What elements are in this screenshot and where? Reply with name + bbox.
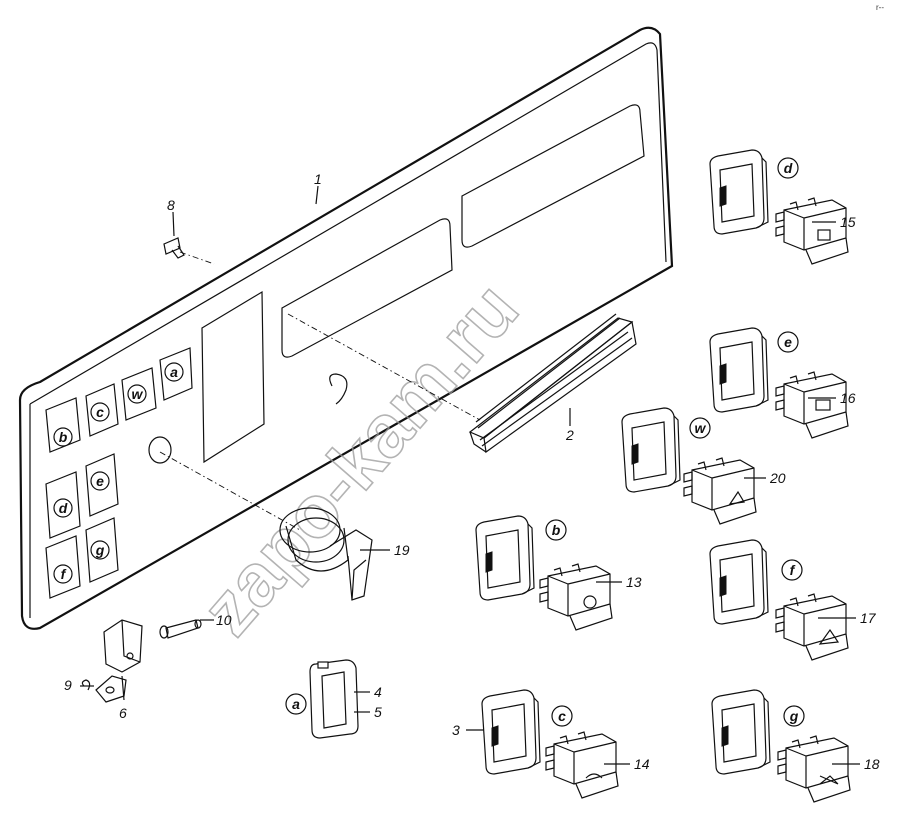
leader-lines [80,185,860,765]
svg-text:g: g [789,708,799,724]
svg-text:e: e [96,473,104,489]
switch-assembly-15 [709,149,769,235]
callout-17: 17 [860,610,877,626]
switch-badge-c: c [551,705,573,727]
panel-badge-w: w [127,384,147,404]
svg-text:g: g [95,542,105,558]
callout-3: 3 [452,722,460,738]
rocker-switch-14 [545,731,619,799]
switch-badge-f: f [781,559,803,581]
rocker-switch-15 [775,197,849,265]
ignition-switch-part-19 [279,507,373,601]
assembly-lines [159,251,481,531]
switch-assembly-20 [621,407,681,493]
svg-text:d: d [784,160,793,176]
rocker-switch-13 [539,563,613,631]
callout-6: 6 [119,705,127,721]
switch-badge-d: d [777,157,799,179]
switch-badge-g: g [783,705,805,727]
corner-mark: r-- [876,3,884,12]
svg-text:b: b [552,522,561,538]
rocker-switch-20 [683,457,757,525]
callout-10: 10 [216,612,232,628]
grille-part-2 [468,313,637,454]
dashboard-panel [18,26,674,630]
switch-assembly-3 [481,689,541,775]
rocker-switch-17 [775,593,849,661]
svg-text:d: d [59,500,68,516]
switch-assembly-16 [709,327,769,413]
callout-20: 20 [769,470,786,486]
callout-1: 1 [314,171,322,187]
callout-13: 13 [626,574,642,590]
switch-assembly-17 [709,539,769,625]
svg-text:c: c [558,708,566,724]
switch-badge-w: w [689,417,711,439]
svg-text:w: w [695,420,707,436]
panel-badge-b: b [53,427,73,447]
panel-badge-e: e [90,471,110,491]
switch-assembly-13 [475,515,535,601]
callout-2: 2 [565,427,574,443]
rocker-switch-18 [777,735,851,803]
svg-text:c: c [96,404,104,420]
svg-text:f: f [61,566,67,582]
callout-16: 16 [840,390,856,406]
callout-15: 15 [840,214,856,230]
callout-8: 8 [167,197,175,213]
svg-text:w: w [132,386,144,402]
clip-part-9 [81,679,91,691]
watermark-text: zapo-kam.ru [185,267,534,650]
blank-plug-part-4-5 [309,659,359,739]
panel-badge-g: g [90,540,110,560]
svg-text:a: a [170,364,178,380]
panel-badge-f: f [53,564,73,584]
svg-text:b: b [59,429,68,445]
callout-19: 19 [394,542,410,558]
callout-4: 4 [374,684,382,700]
switch-assembly-18 [711,689,771,775]
svg-text:a: a [292,696,300,712]
panel-badge-c: c [90,402,110,422]
rocker-switch-16 [775,371,849,439]
callout-14: 14 [634,756,650,772]
pin-part-10 [159,619,202,639]
callout-18: 18 [864,756,880,772]
panel-badge-a: a [164,362,184,382]
svg-text:f: f [790,562,796,578]
svg-text:e: e [784,334,792,350]
panel-badge-d: d [53,498,73,518]
switch-badge-e: e [777,331,799,353]
switch-badge-b: b [545,519,567,541]
callout-9: 9 [64,677,72,693]
screw-part-8 [163,237,185,259]
callout-5: 5 [374,704,382,720]
switch-badge-a: a [285,693,307,715]
bracket-part-6 [95,619,143,703]
